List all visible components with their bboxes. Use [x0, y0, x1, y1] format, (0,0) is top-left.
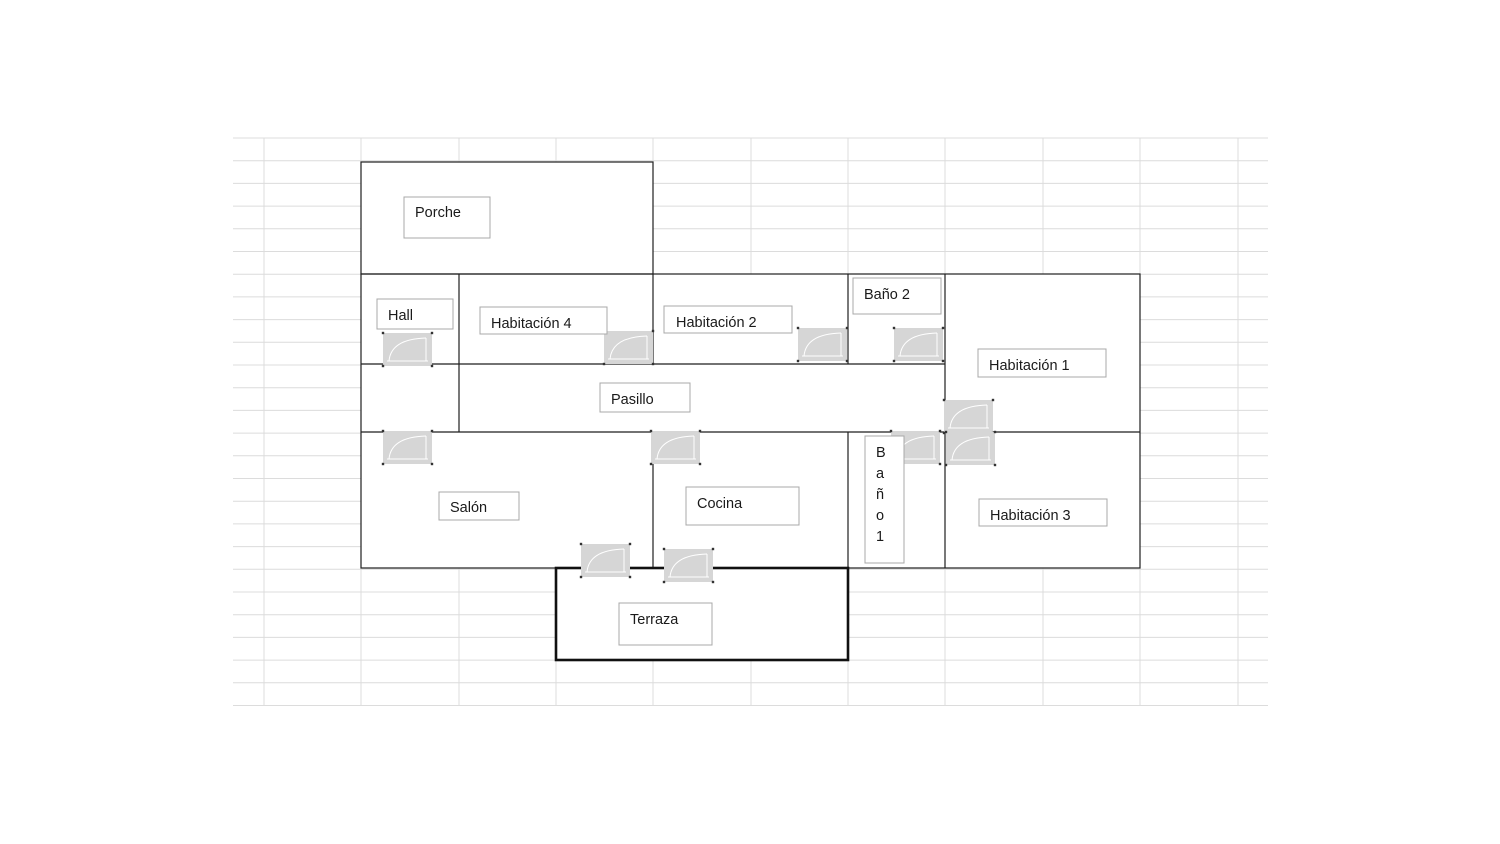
door-icon — [649, 429, 702, 466]
doors — [381, 326, 997, 584]
porche-label: Porche — [415, 205, 461, 221]
label-porche: Porche — [403, 196, 491, 239]
habitacion-2-label: Habitación 2 — [676, 315, 757, 331]
label-cocina: Cocina — [685, 486, 800, 526]
bano-1-char: ñ — [876, 487, 884, 503]
label-habitacion-3: Habitación 3 — [978, 498, 1108, 527]
hall-label: Hall — [388, 308, 413, 324]
label-habitacion-1: Habitación 1 — [977, 348, 1107, 378]
door-icon — [944, 430, 997, 467]
label-bano-1: B a ñ o 1 — [864, 435, 905, 564]
label-hall: Hall — [376, 298, 454, 330]
room-labels: Porche Hall Habitación 4 Habitación 2 Ba… — [376, 196, 1108, 646]
habitacion-4-label: Habitación 4 — [491, 316, 572, 332]
door-icon — [892, 326, 945, 363]
label-bano-2: Baño 2 — [852, 277, 942, 315]
label-terraza: Terraza — [618, 602, 713, 646]
door-icon — [942, 398, 995, 435]
terraza-label: Terraza — [630, 612, 679, 628]
bano-1-char: 1 — [876, 529, 884, 545]
bano-2-label: Baño 2 — [864, 287, 910, 303]
label-habitacion-2: Habitación 2 — [663, 305, 793, 334]
door-icon — [381, 429, 434, 466]
cocina-label: Cocina — [697, 496, 743, 512]
bano-1-char: o — [876, 508, 884, 524]
label-salon: Salón — [438, 491, 520, 521]
door-icon — [796, 326, 849, 363]
bano-1-char: B — [876, 445, 886, 461]
door-icon — [579, 542, 632, 579]
door-icon — [602, 329, 655, 366]
door-icon — [381, 331, 434, 368]
bano-1-char: a — [876, 466, 885, 482]
label-pasillo: Pasillo — [599, 382, 691, 413]
habitacion-3-label: Habitación 3 — [990, 508, 1071, 524]
salon-label: Salón — [450, 500, 487, 516]
door-icon — [662, 547, 715, 584]
habitacion-1-label: Habitación 1 — [989, 358, 1070, 374]
label-habitacion-4: Habitación 4 — [479, 306, 608, 335]
pasillo-label: Pasillo — [611, 392, 654, 408]
